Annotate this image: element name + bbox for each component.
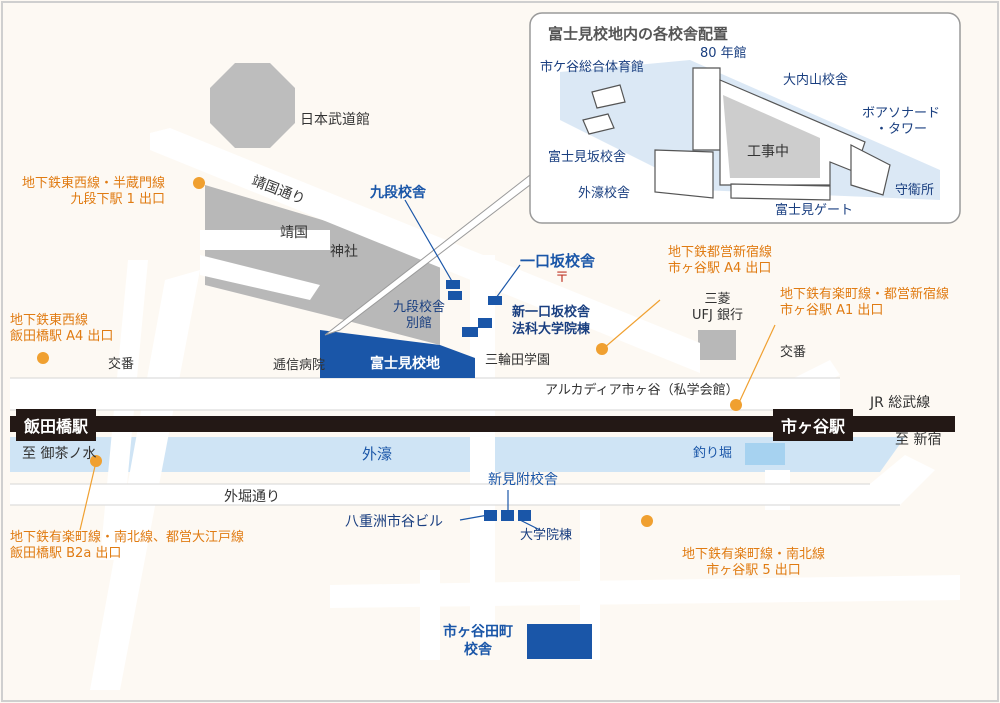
shin-ichigozaka-label: 新一口坂校舎 bbox=[512, 305, 591, 320]
building-markers bbox=[446, 280, 592, 659]
ichigaya-station: 市ヶ谷駅 bbox=[773, 409, 854, 441]
tsuribori-label: 釣り堀 bbox=[693, 446, 733, 461]
ichigozaka-label: 一口坂校舎 bbox=[520, 252, 596, 270]
metro-iidabashi-b2a-dot bbox=[90, 455, 102, 467]
inset-boissonade-label: ボアソナード ・タワー bbox=[862, 106, 941, 138]
grad-building-label: 大学院棟 bbox=[520, 528, 573, 543]
shin-mitsuke-label: 新見附校舎 bbox=[488, 472, 558, 488]
metro-ichigaya-a1-dot bbox=[730, 399, 742, 411]
road-edges bbox=[10, 377, 900, 506]
sotobori-dori-label: 外堀通り bbox=[224, 489, 280, 505]
metro-iidabashi-a4-label: 地下鉄東西線 飯田橋駅 A4 出口 bbox=[10, 313, 114, 345]
iidabashi-station: 飯田橋駅 bbox=[16, 409, 97, 441]
metro-kudanshita-dot bbox=[193, 177, 205, 189]
metro-ichigaya-a4-label: 地下鉄都営新宿線 市ヶ谷駅 A4 出口 bbox=[668, 245, 773, 277]
tsuribori-pond bbox=[745, 443, 785, 465]
budokan-label: 日本武道館 bbox=[300, 112, 370, 128]
metro-ichigaya-5-dot bbox=[641, 515, 653, 527]
to-ochanomizu-label: 至 御茶ノ水 bbox=[22, 446, 97, 462]
roads bbox=[10, 128, 960, 690]
kudan-building-label: 九段校舎 bbox=[370, 185, 426, 201]
jr-railway bbox=[10, 416, 955, 432]
koban-right-label: 交番 bbox=[780, 345, 807, 360]
metro-iidabashi-b2a-label: 地下鉄有楽町線・南北線、都営大江戸線 飯田橋駅 B2a 出口 bbox=[10, 530, 245, 562]
fujimi-campus-block bbox=[320, 330, 475, 378]
yaesu-label: 八重洲市谷ビル bbox=[345, 514, 443, 530]
kudan-annex-label: 九段校舎 別館 bbox=[393, 300, 446, 332]
metro-kudanshita-label: 地下鉄東西線・半蔵門線 九段下駅 1 出口 bbox=[22, 176, 166, 208]
yasukuni-jinja-label-1: 靖国 bbox=[280, 225, 308, 241]
inset-title: 富士見校地内の各校舎配置 bbox=[548, 25, 729, 43]
metro-ichigaya-a4-dot bbox=[596, 343, 608, 355]
law-school-label: 法科大学院棟 bbox=[512, 322, 591, 337]
inset-ouchiyama-label: 大内山校舎 bbox=[783, 73, 849, 88]
inset-gym-label: 市ケ谷総合体育館 bbox=[540, 60, 645, 75]
arcadia-label: アルカディア市ヶ谷（私学会館） bbox=[545, 383, 739, 398]
inset-construction-area bbox=[723, 95, 820, 178]
tamachi-label: 市ヶ谷田町 校舎 bbox=[443, 624, 513, 658]
sotobori-water bbox=[10, 437, 905, 472]
metro-iidabashi-a4-dot bbox=[37, 352, 49, 364]
teishin-hospital-label: 逓信病院 bbox=[273, 358, 326, 373]
budokan-shape bbox=[210, 63, 295, 148]
jr-sobu-label: JR 総武線 bbox=[870, 395, 931, 411]
metro-ichigaya-5-label: 地下鉄有楽町線・南北線 市ヶ谷駅 5 出口 bbox=[682, 547, 826, 579]
building-leaders bbox=[404, 199, 541, 531]
postal-mark: 〒 bbox=[555, 270, 569, 286]
metro-ichigaya-a1-label: 地下鉄有楽町線・都営新宿線 市ヶ谷駅 A1 出口 bbox=[780, 287, 950, 319]
fujimi-campus-label: 富士見校地 bbox=[370, 356, 440, 372]
miwada-label: 三輪田学園 bbox=[485, 353, 551, 368]
sotobori-label: 外濠 bbox=[362, 445, 393, 463]
inset-fujimizaka-label: 富士見坂校舎 bbox=[548, 150, 627, 165]
mitsubishi-label: 三菱 UFJ 銀行 bbox=[692, 292, 743, 324]
to-shinjuku-label: 至 新宿 bbox=[895, 432, 942, 448]
mitsubishi-block bbox=[698, 330, 736, 360]
inset-construction-label: 工事中 bbox=[747, 144, 789, 160]
inset-sotobori-label: 外濠校舎 bbox=[578, 186, 631, 201]
inset-hall80-label: 80 年館 bbox=[700, 46, 747, 61]
inset-fujimi-gate-label: 富士見ゲート bbox=[775, 203, 854, 218]
koban-left-label: 交番 bbox=[108, 357, 135, 372]
metro-leaders bbox=[79, 299, 776, 531]
yasukuni-block bbox=[205, 185, 440, 345]
inset-guard-label: 守衛所 bbox=[895, 183, 935, 198]
yasukuni-jinja-label-2: 神社 bbox=[330, 244, 358, 260]
